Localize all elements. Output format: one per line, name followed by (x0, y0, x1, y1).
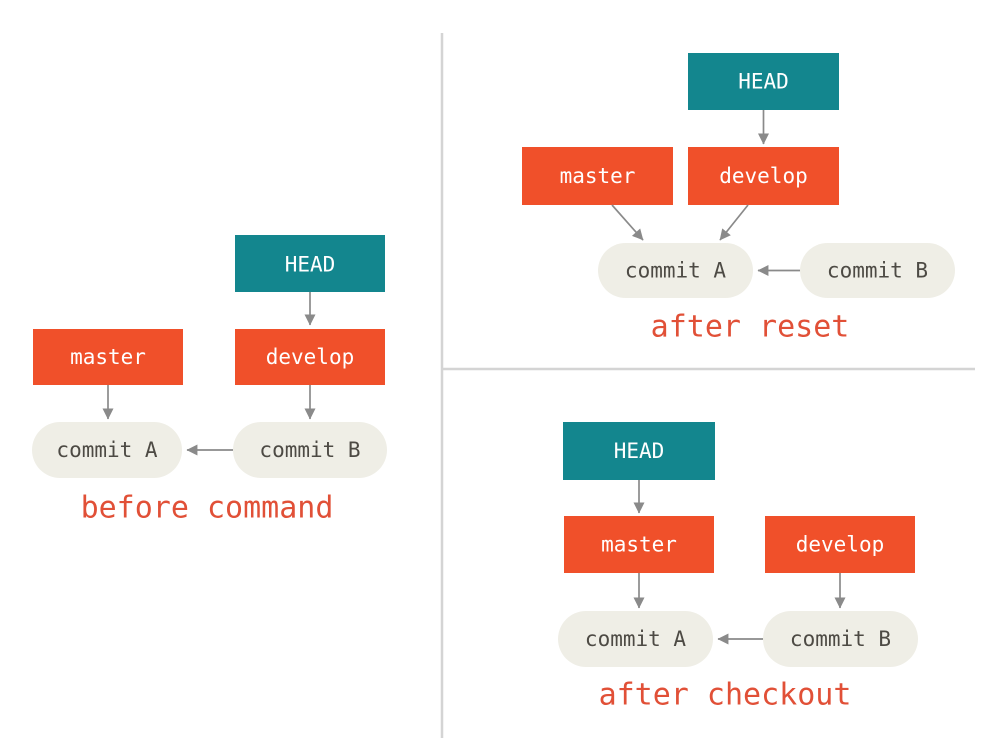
develop-label: develop (266, 345, 355, 369)
panel-after-checkout: HEAD master develop commit A commit B af… (558, 422, 918, 713)
commit-b-label: commit B (790, 627, 891, 651)
edge-master-to-commit-a (611, 204, 644, 241)
master-label: master (560, 164, 636, 188)
master-box (33, 329, 183, 385)
commit-b-node (233, 422, 387, 478)
develop-label: develop (719, 164, 808, 188)
head-label: HEAD (614, 439, 665, 463)
commit-a-node (32, 422, 182, 478)
head-box (688, 53, 839, 110)
panel-caption: after checkout (599, 678, 852, 713)
master-label: master (601, 533, 677, 557)
develop-label: develop (796, 533, 885, 557)
commit-a-label: commit A (625, 259, 727, 283)
develop-box (235, 329, 385, 385)
master-box (522, 147, 673, 205)
panel-caption: after reset (651, 310, 850, 345)
commit-a-label: commit A (585, 627, 687, 651)
develop-box (688, 147, 839, 205)
panel-after-reset: HEAD master develop commit A commit B af… (522, 53, 955, 345)
commit-a-node (598, 243, 753, 298)
commit-b-label: commit B (827, 259, 928, 283)
master-label: master (70, 345, 146, 369)
head-box (235, 235, 385, 292)
develop-box (765, 516, 915, 573)
master-box (564, 516, 714, 573)
commit-a-label: commit A (56, 438, 158, 462)
edge-develop-to-commit-a (719, 204, 749, 241)
head-label: HEAD (285, 253, 336, 277)
panel-dividers (440, 33, 975, 738)
panel-before-command: HEAD master develop commit A commit B be… (32, 235, 387, 526)
head-label: HEAD (738, 70, 789, 94)
commit-b-node (800, 243, 955, 298)
commit-b-label: commit B (259, 438, 360, 462)
commit-b-node (763, 611, 918, 667)
commit-a-node (558, 611, 713, 667)
panel-caption: before command (81, 491, 334, 526)
head-box (563, 422, 715, 480)
